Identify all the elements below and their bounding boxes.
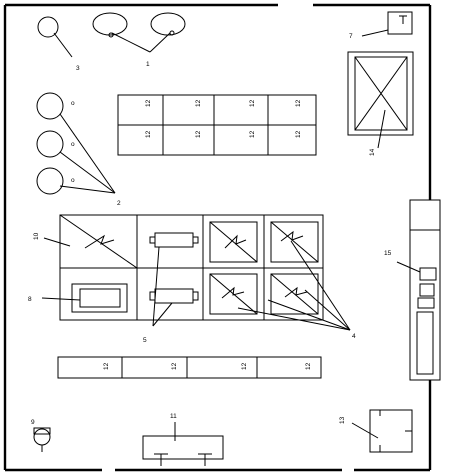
- fitting-9-cap: [33, 427, 51, 435]
- label-9: 9: [31, 419, 35, 426]
- cell-10-diagonal: [59, 214, 138, 269]
- ellipse-equipment-1a: [92, 12, 128, 36]
- item-1-ellipses: 1: [92, 12, 186, 68]
- item-7-box: 7: [349, 11, 413, 40]
- label-15: 15: [384, 250, 392, 257]
- fitting-9-body: [33, 428, 51, 446]
- label-8: 8: [28, 296, 32, 303]
- unit-4c-box: [209, 273, 258, 315]
- ellipse-equipment-1b: [150, 12, 186, 36]
- motor-5b-right-cap: [192, 291, 199, 301]
- circle-equipment-3: [37, 16, 59, 38]
- label-4: 4: [352, 333, 356, 340]
- leader-line-3: [53, 32, 73, 58]
- leader-line-13: [351, 422, 379, 439]
- unit-4d-diagonal: [270, 273, 319, 315]
- label-7: 7: [349, 33, 353, 40]
- label-2: 2: [117, 200, 121, 207]
- circle-2b-mark: o: [71, 141, 75, 148]
- outer-walls: [3, 3, 432, 472]
- main-equipment-block: 10 8 5 4: [28, 214, 356, 344]
- leader-line-7: [361, 29, 389, 37]
- unit-4a-box: [209, 221, 258, 263]
- lower-row-12: 12 12 12 12: [57, 356, 322, 379]
- label-5: 5: [143, 337, 147, 344]
- upper-grid-12: 12 12 12 12 12 12 12 12: [117, 94, 317, 156]
- label-10: 10: [33, 232, 40, 240]
- unit-4d-lightning: [284, 286, 308, 298]
- label-12-u4: 12: [295, 99, 302, 107]
- panel-8-inner: [79, 288, 121, 308]
- label-12-u7: 12: [249, 130, 256, 138]
- leader-line-5b: [152, 302, 173, 327]
- label-3: 3: [76, 65, 80, 72]
- leader-line-2a: [59, 113, 116, 194]
- leader-line-4a: [237, 307, 351, 331]
- box-14-diagonal-b: [354, 56, 408, 131]
- circle-equipment-2b: [36, 130, 64, 158]
- label-12-l2: 12: [171, 362, 178, 370]
- leader-line-4d: [304, 289, 351, 331]
- panel-15-slot: [416, 311, 434, 375]
- leader-line-8: [41, 297, 81, 301]
- leader-line-5a: [152, 246, 160, 327]
- panel-15-indicator-1: [419, 267, 437, 281]
- leader-line-10: [43, 237, 71, 247]
- item-3-circle: 3: [37, 16, 80, 72]
- item-13-box: 13: [339, 409, 413, 453]
- panel-15-outline: [409, 199, 441, 381]
- unit-4d-box: [270, 273, 319, 315]
- label-12-u1: 12: [145, 99, 152, 107]
- item-14-box: 14: [347, 51, 414, 156]
- panel-15-indicator-3: [417, 297, 435, 309]
- leader-line-1a: [111, 32, 151, 53]
- unit-4b-lightning: [280, 230, 304, 242]
- unit-4b-box: [270, 221, 319, 263]
- label-12-u8: 12: [295, 130, 302, 138]
- motor-5a-left-cap: [149, 236, 156, 244]
- leader-line-1b: [149, 32, 171, 53]
- leader-line-4b: [267, 299, 351, 331]
- panel-8-outer: [71, 283, 128, 313]
- item-2-circles: o o o 2: [36, 92, 121, 207]
- row-12-lower-outline: [57, 356, 322, 379]
- leader-line-2b: [59, 151, 116, 194]
- cell-10-lightning: [84, 234, 115, 249]
- label-1: 1: [146, 61, 150, 68]
- label-12-l1: 12: [103, 362, 110, 370]
- unit-4a-lightning: [224, 234, 247, 249]
- leader-line-14: [377, 109, 386, 149]
- item-15-panel: 15: [384, 199, 441, 381]
- ellipse-1a-nozzle: [108, 32, 114, 38]
- unit-4a-diagonal: [209, 221, 258, 263]
- label-12-l3: 12: [241, 362, 248, 370]
- leader-line-2c: [59, 185, 116, 194]
- unit-4c-lightning: [221, 286, 245, 299]
- item-9-fitting: 9: [31, 419, 51, 452]
- label-12-u6: 12: [195, 130, 202, 138]
- label-12-l4: 12: [305, 362, 312, 370]
- leader-line-15: [396, 261, 421, 273]
- circle-equipment-2c: [36, 167, 64, 195]
- circle-2a-mark: o: [71, 100, 75, 107]
- label-12-u5: 12: [145, 130, 152, 138]
- circle-2c-mark: o: [71, 177, 75, 184]
- label-12-u3: 12: [249, 99, 256, 107]
- box-equipment-7: [387, 11, 413, 35]
- circle-equipment-2a: [36, 92, 64, 120]
- item-11-box: 11: [142, 413, 224, 466]
- label-14: 14: [369, 148, 376, 156]
- label-13: 13: [339, 416, 346, 424]
- panel-15-indicator-2: [419, 283, 435, 297]
- unit-4b-diagonal: [270, 221, 319, 263]
- label-11: 11: [170, 413, 177, 420]
- leader-line-4c: [290, 240, 351, 331]
- box-equipment-11: [142, 435, 224, 460]
- motor-5a-right-cap: [192, 236, 199, 244]
- label-12-u2: 12: [195, 99, 202, 107]
